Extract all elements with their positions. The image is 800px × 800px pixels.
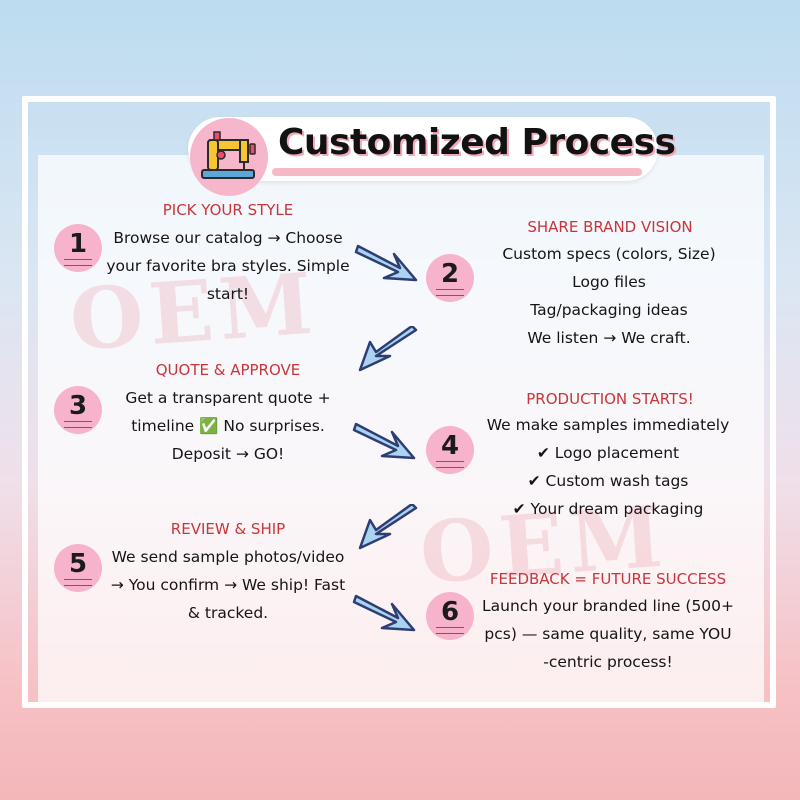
step-number-badge: 3 (54, 386, 102, 434)
step-description: Get a transparent quote + timeline ✅ No … (102, 384, 354, 468)
step-line: your favorite bra styles. Simple (106, 257, 350, 275)
arrow-down-left-icon (358, 504, 418, 550)
step-line: Logo files (572, 273, 646, 291)
step-heading: QUOTE & APPROVE (155, 361, 301, 379)
step-line: We send sample photos/video (111, 548, 345, 566)
sewing-machine-icon (190, 118, 268, 196)
step-number-badge: 4 (426, 426, 474, 474)
step-description: Browse our catalog → Choose your favorit… (102, 224, 354, 308)
step-description: Custom specs (colors, Size) Logo files T… (484, 240, 734, 352)
arrow-down-right-icon (352, 422, 416, 460)
underline-decoration (64, 579, 92, 586)
step-line: ✔ Your dream packaging (512, 500, 704, 518)
step-line: timeline ✅ No surprises. (131, 417, 325, 435)
step-line: We listen → We craft. (527, 329, 691, 347)
arrow-down-left-icon (358, 326, 418, 372)
step-number: 6 (440, 597, 460, 627)
outer-frame (22, 96, 776, 708)
page-title: Customized Process (278, 122, 676, 163)
underline-decoration (436, 627, 464, 634)
step-description: We send sample photos/video → You confir… (102, 543, 354, 627)
step-number: 4 (440, 431, 460, 461)
underline-decoration (436, 461, 464, 468)
content-panel (38, 155, 764, 703)
underline-decoration (64, 421, 92, 428)
arrow-down-right-icon (354, 244, 418, 282)
step-line: & tracked. (187, 604, 269, 622)
step-line: start! (206, 285, 250, 303)
step-number: 1 (68, 229, 88, 259)
step-line: → You confirm → We ship! Fast (110, 576, 346, 594)
step-heading: PICK YOUR STYLE (162, 201, 294, 219)
step-number-badge: 5 (54, 544, 102, 592)
step-number: 3 (68, 391, 88, 421)
step-number-badge: 6 (426, 592, 474, 640)
step-number: 2 (440, 259, 460, 289)
step-description: Launch your branded line (500+ pcs) — sa… (480, 592, 736, 676)
step-line: Deposit → GO! (171, 445, 285, 463)
step-line: ✔ Custom wash tags (527, 472, 689, 490)
step-heading: REVIEW & SHIP (170, 520, 286, 538)
step-description: We make samples immediately ✔ Logo place… (480, 411, 736, 523)
step-line: pcs) — same quality, same YOU (484, 625, 732, 643)
step-line: Browse our catalog → Choose (113, 229, 343, 247)
underline-decoration (436, 289, 464, 296)
step-heading: SHARE BRAND VISION (527, 218, 693, 236)
step-line: Get a transparent quote + (125, 389, 331, 407)
step-heading: FEEDBACK = FUTURE SUCCESS (489, 570, 727, 588)
step-number-badge: 1 (54, 224, 102, 272)
arrow-down-right-icon (352, 594, 416, 632)
step-heading: PRODUCTION STARTS! (526, 390, 694, 408)
underline-decoration (64, 259, 92, 266)
step-line: ✔ Logo placement (536, 444, 680, 462)
step-line: Custom specs (colors, Size) (502, 245, 716, 263)
step-line: Tag/packaging ideas (530, 301, 688, 319)
step-line: -centric process! (543, 653, 673, 671)
step-number-badge: 2 (426, 254, 474, 302)
title-underline (272, 168, 642, 176)
step-line: Launch your branded line (500+ (481, 597, 735, 615)
step-number: 5 (68, 549, 88, 579)
step-line: We make samples immediately (486, 416, 730, 434)
